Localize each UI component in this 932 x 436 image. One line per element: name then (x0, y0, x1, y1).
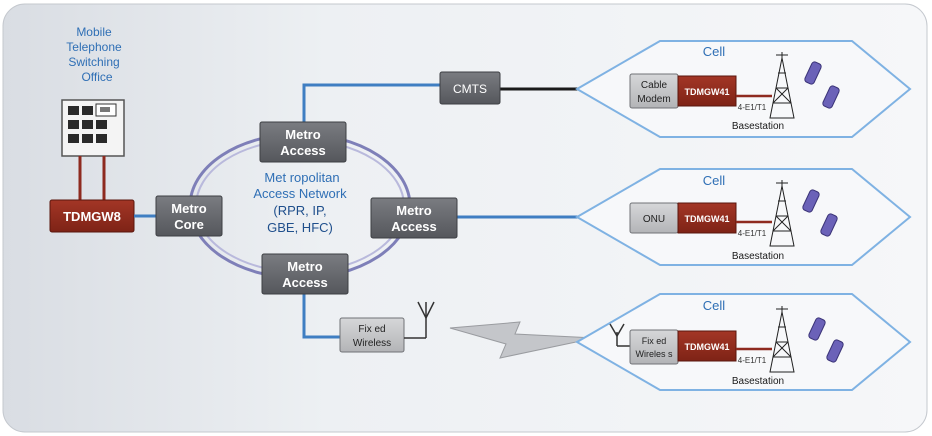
fixed-wireless-line2: Wireless (353, 338, 391, 349)
tdmgw8-label: TDMGW8 (63, 209, 121, 224)
basestation-tower-icon-1 (769, 52, 795, 119)
cell-3-link: 4-E1/T1 (738, 356, 767, 365)
metro-access-bottom-box: Metro Access (261, 253, 349, 295)
cell-2: Cell ONU TDMGW41 4-E1/T1 Basestation (575, 168, 912, 266)
fixed-wireless-line1: Fix ed (358, 324, 385, 335)
cell-2-title: Cell (703, 173, 726, 188)
cell-3-antenna-icon (609, 323, 630, 347)
metro-access-right-box: Metro Access (370, 197, 458, 239)
mobile-phone-icons-2 (802, 189, 838, 237)
cell-1: Cell Cable Modem TDMGW41 4-E1/T1 Basesta… (575, 40, 912, 138)
metro-core-box: Metro Core (155, 195, 223, 237)
cell-3-gateway: TDMGW41 (685, 342, 730, 352)
cell-1-gateway: TDMGW41 (685, 87, 730, 97)
cell-3: Cell Fix ed Wireles s TDMGW41 4-E1/T1 Ba… (575, 293, 912, 391)
cell-2-device-line1: ONU (643, 214, 665, 225)
cmts-label: CMTS (453, 82, 487, 96)
office-label-line2: Telephone (66, 40, 122, 54)
cell-1-link: 4-E1/T1 (738, 103, 767, 112)
metro-access-right-line2: Access (391, 219, 437, 234)
cell-1-title: Cell (703, 44, 726, 59)
cell-3-device-line2: Wireles s (635, 349, 673, 359)
basestation-tower-icon-3 (769, 306, 795, 373)
cell-2-link: 4-E1/T1 (738, 229, 767, 238)
network-label-line1: Met ropolitan (264, 170, 339, 185)
switching-office: Mobile Telephone Switching Office TDMGW8 (49, 25, 135, 233)
switch-building-icon (61, 99, 125, 157)
metro-core-line1: Metro (171, 201, 206, 216)
mobile-phone-icons-1 (804, 61, 840, 109)
network-label-line2: Access Network (253, 186, 347, 201)
cell-2-gateway: TDMGW41 (685, 214, 730, 224)
cell-2-station: Basestation (732, 251, 784, 262)
fixed-wireless-box: Fix ed Wireless (339, 317, 405, 353)
metro-access-top-line2: Access (280, 143, 326, 158)
tdmgw8-gateway: TDMGW8 (49, 199, 135, 233)
cell-3-title: Cell (703, 298, 726, 313)
network-label-line3: (RPR, IP, (273, 203, 326, 218)
cell-3-station: Basestation (732, 376, 784, 387)
cmts-box: CMTS (439, 71, 501, 105)
office-label-line1: Mobile (76, 25, 112, 39)
office-label-line4: Office (81, 70, 112, 84)
metro-access-bottom-line2: Access (282, 275, 328, 290)
antenna-icon (404, 301, 435, 339)
network-label-line4: GBE, HFC) (267, 220, 333, 235)
mobile-phone-icons-3 (808, 317, 844, 363)
office-label-line3: Switching (68, 55, 119, 69)
metro-core-line2: Core (174, 217, 204, 232)
cell-3-device-line1: Fix ed (642, 336, 667, 346)
metro-network-label: Met ropolitan Access Network (RPR, IP, G… (253, 170, 347, 235)
metro-access-bottom-line1: Metro (287, 259, 322, 274)
cell-1-device-line2: Modem (637, 94, 670, 105)
metro-access-right-line1: Metro (396, 203, 431, 218)
cell-1-device-line1: Cable (641, 80, 668, 91)
cell-1-station: Basestation (732, 121, 784, 132)
metro-access-top-line1: Metro (285, 127, 320, 142)
metro-access-top-box: Metro Access (259, 121, 347, 163)
basestation-tower-icon-2 (769, 180, 795, 247)
